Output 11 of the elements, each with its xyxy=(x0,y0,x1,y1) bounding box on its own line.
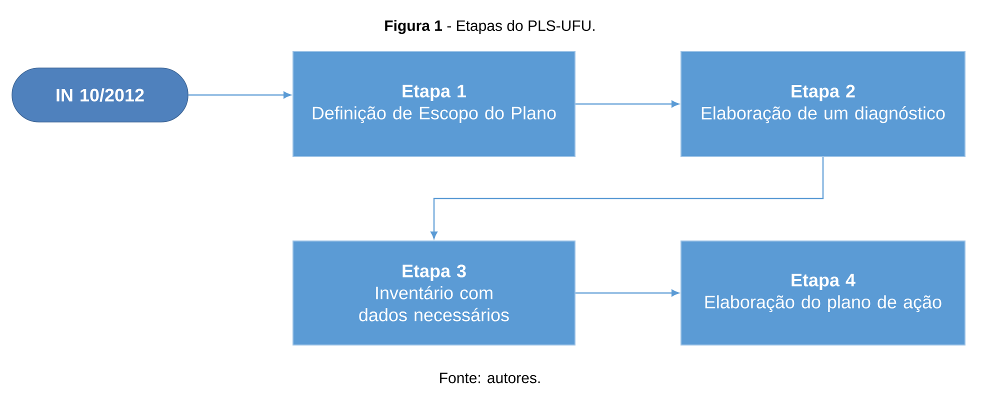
arrow xyxy=(576,290,679,296)
figure-caption: Fonte: autores. xyxy=(440,372,540,384)
arrow xyxy=(430,157,824,239)
arrow xyxy=(576,100,679,108)
figure-title: Figura 1 - Etapas do PLS-UFU. xyxy=(385,20,594,34)
arrow xyxy=(188,92,291,98)
process-box: Etapa 1 Definição de Escopo do Plano xyxy=(292,51,576,157)
process-box: Etapa 2 Elaboração de um diagnóstico xyxy=(680,51,966,157)
start-terminal: IN 10/2012 xyxy=(12,68,188,122)
process-box: Etapa 3 Inventário com dados necessários xyxy=(292,240,576,346)
process-box: Etapa 4 Elaboração do plano de ação xyxy=(680,240,966,346)
